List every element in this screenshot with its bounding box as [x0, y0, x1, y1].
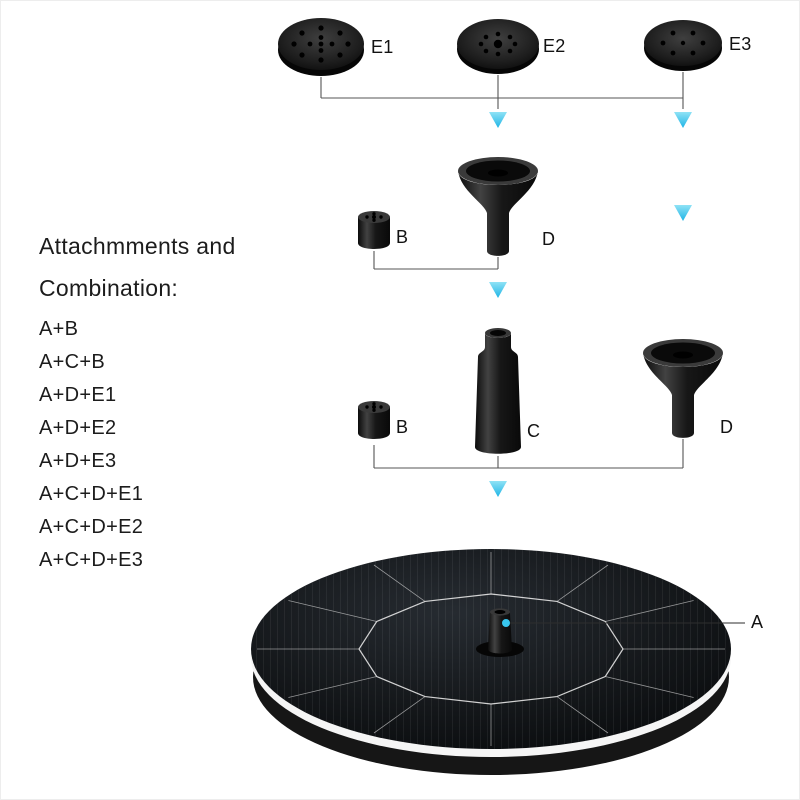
spray-head-e2	[457, 19, 539, 74]
panel-radial-lines	[257, 552, 725, 746]
label-b-upper: B	[396, 227, 409, 247]
down-arrow-icon	[489, 112, 507, 128]
bracket-lower	[373, 439, 684, 469]
label-d-upper: D	[542, 229, 556, 249]
label-e2: E2	[543, 36, 566, 56]
label-e1: E1	[371, 37, 394, 57]
combination-list: A+B A+C+B A+D+E1 A+D+E2 A+D+E3 A+C+D+E1 …	[39, 313, 143, 577]
down-arrow-icon	[674, 112, 692, 128]
label-b-lower: B	[396, 417, 409, 437]
nozzle-attachment-b	[358, 211, 390, 249]
combination-item: A+D+E2	[39, 417, 117, 439]
spray-head-e3	[644, 20, 722, 71]
tube-attachment-c	[475, 328, 521, 454]
heading-line-1: Attachmments and	[39, 233, 236, 259]
combination-item: A+C+D+E2	[39, 516, 144, 538]
nozzle-attachment-b	[358, 401, 390, 439]
combination-item: A+C+D+E1	[39, 483, 144, 505]
combination-item: A+D+E1	[39, 384, 117, 406]
label-c: C	[527, 421, 541, 441]
heading-line-2: Combination:	[39, 275, 179, 301]
bracket-middle	[373, 251, 499, 270]
combination-item: A+C+D+E3	[39, 549, 144, 571]
label-e3: E3	[729, 34, 752, 54]
combination-item: A+D+E3	[39, 450, 117, 472]
label-a: A	[751, 612, 764, 632]
combination-item: A+C+B	[39, 351, 105, 373]
center-nozzle	[488, 609, 512, 654]
down-arrow-icon	[489, 282, 507, 298]
callout-dot-a	[502, 619, 510, 627]
combination-item: A+B	[39, 318, 79, 340]
bracket-top	[320, 72, 684, 109]
down-arrow-icon	[674, 205, 692, 221]
down-arrow-icon	[489, 481, 507, 497]
spray-head-e1	[278, 18, 364, 76]
nozzle-hole	[494, 610, 506, 614]
funnel-attachment-d	[643, 339, 723, 438]
solar-fountain-base	[251, 549, 731, 775]
funnel-attachment-d	[458, 157, 538, 256]
label-d-lower: D	[720, 417, 734, 437]
attachments-heading: Attachmments and Combination:	[39, 225, 236, 309]
